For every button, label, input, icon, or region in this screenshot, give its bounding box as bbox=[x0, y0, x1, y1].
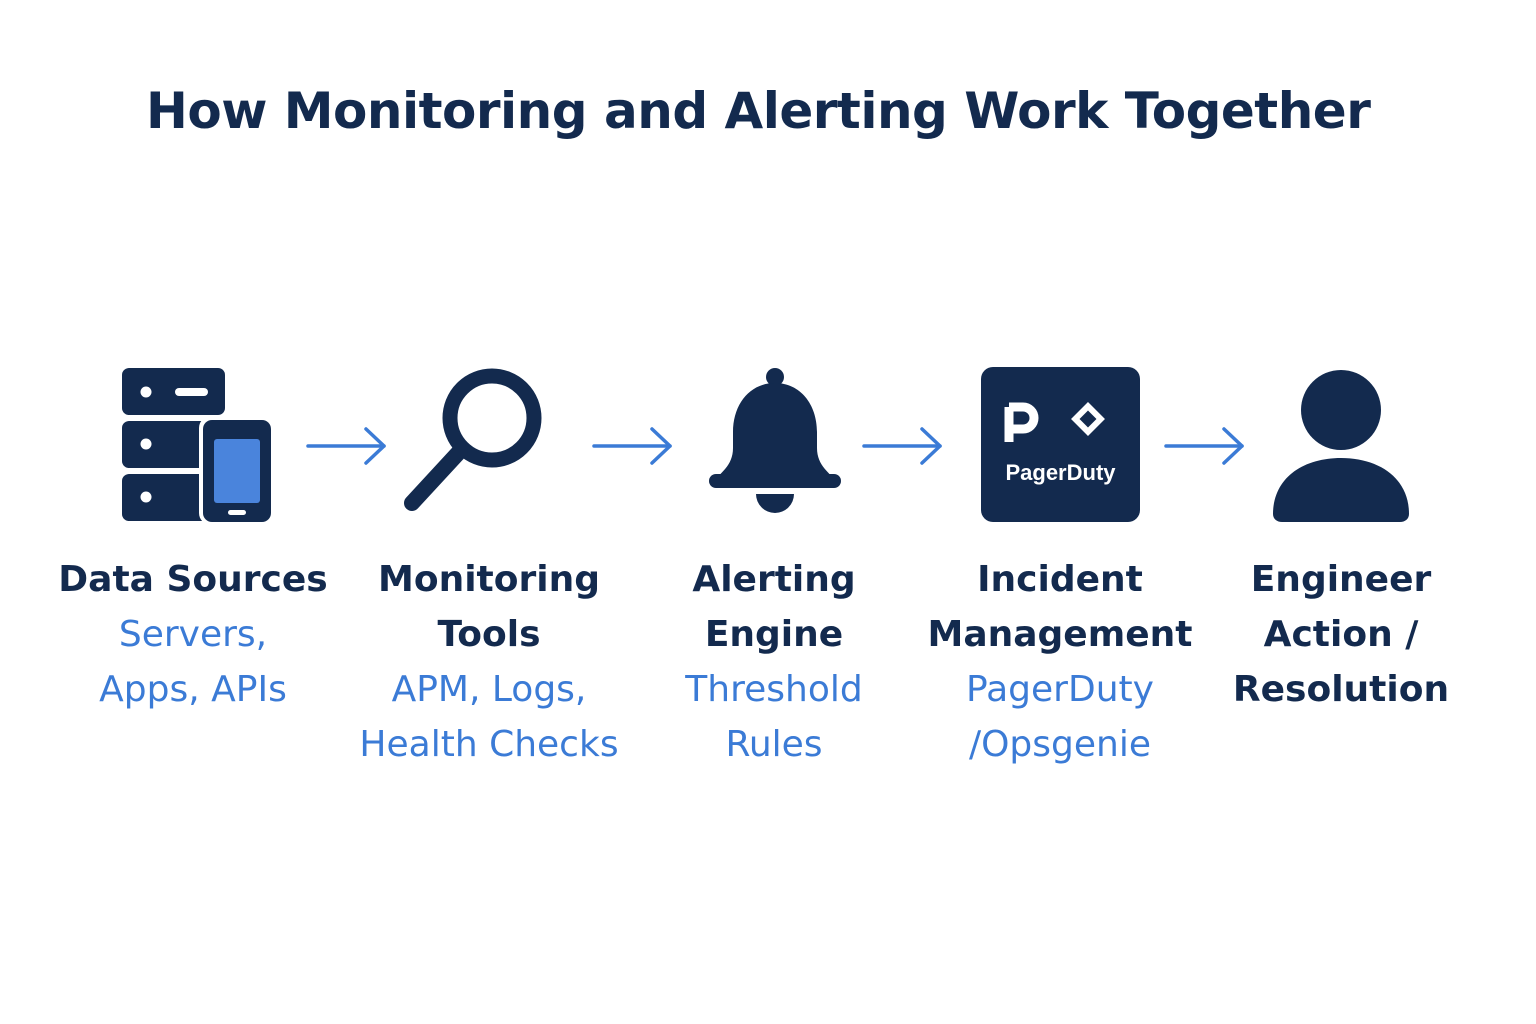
magnifier-icon bbox=[398, 366, 550, 518]
page-title: How Monitoring and Alerting Work Togethe… bbox=[146, 82, 1371, 140]
arrow-right-icon bbox=[592, 424, 674, 468]
step-detail-line: PagerDuty bbox=[966, 669, 1154, 710]
arrow-right-icon bbox=[862, 424, 944, 468]
step-title-line: Resolution bbox=[1232, 669, 1450, 710]
step-detail-line: APM, Logs, bbox=[391, 669, 587, 710]
person-icon bbox=[1270, 368, 1412, 524]
step-detail-line: Servers, bbox=[118, 614, 268, 655]
step-detail-line: Rules bbox=[725, 724, 823, 765]
step-incident-management: Incident Management PagerDuty /Opsgenie bbox=[910, 552, 1210, 772]
step-title-line: Tools bbox=[437, 614, 541, 655]
pagerduty-logo-icon: PagerDuty bbox=[981, 367, 1140, 522]
bell-icon bbox=[706, 366, 844, 520]
step-title-line: Management bbox=[927, 614, 1193, 655]
step-alerting-engine: Alerting Engine Threshold Rules bbox=[624, 552, 924, 772]
step-title-line: Engineer bbox=[1250, 559, 1432, 600]
server-phone-icon bbox=[120, 366, 274, 526]
step-detail-line: Health Checks bbox=[359, 724, 619, 765]
step-title-line: Data Sources bbox=[58, 559, 328, 600]
step-detail-line: Threshold bbox=[685, 669, 863, 710]
step-title-line: Alerting bbox=[692, 559, 856, 600]
step-title-line: Incident bbox=[977, 559, 1143, 600]
step-title-line: Monitoring bbox=[378, 559, 600, 600]
arrow-right-icon bbox=[1164, 424, 1246, 468]
step-detail-line: Apps, APIs bbox=[99, 669, 287, 710]
step-title-line: Engine bbox=[704, 614, 844, 655]
arrow-right-icon bbox=[306, 424, 388, 468]
step-data-sources: Data Sources Servers, Apps, APIs bbox=[43, 552, 343, 717]
step-title-line: Action / bbox=[1263, 614, 1419, 655]
step-detail-line: /Opsgenie bbox=[968, 724, 1152, 765]
pagerduty-logo-text: PagerDuty bbox=[1005, 460, 1116, 485]
step-monitoring-tools: Monitoring Tools APM, Logs, Health Check… bbox=[339, 552, 639, 772]
step-engineer-action: Engineer Action / Resolution bbox=[1191, 552, 1491, 717]
